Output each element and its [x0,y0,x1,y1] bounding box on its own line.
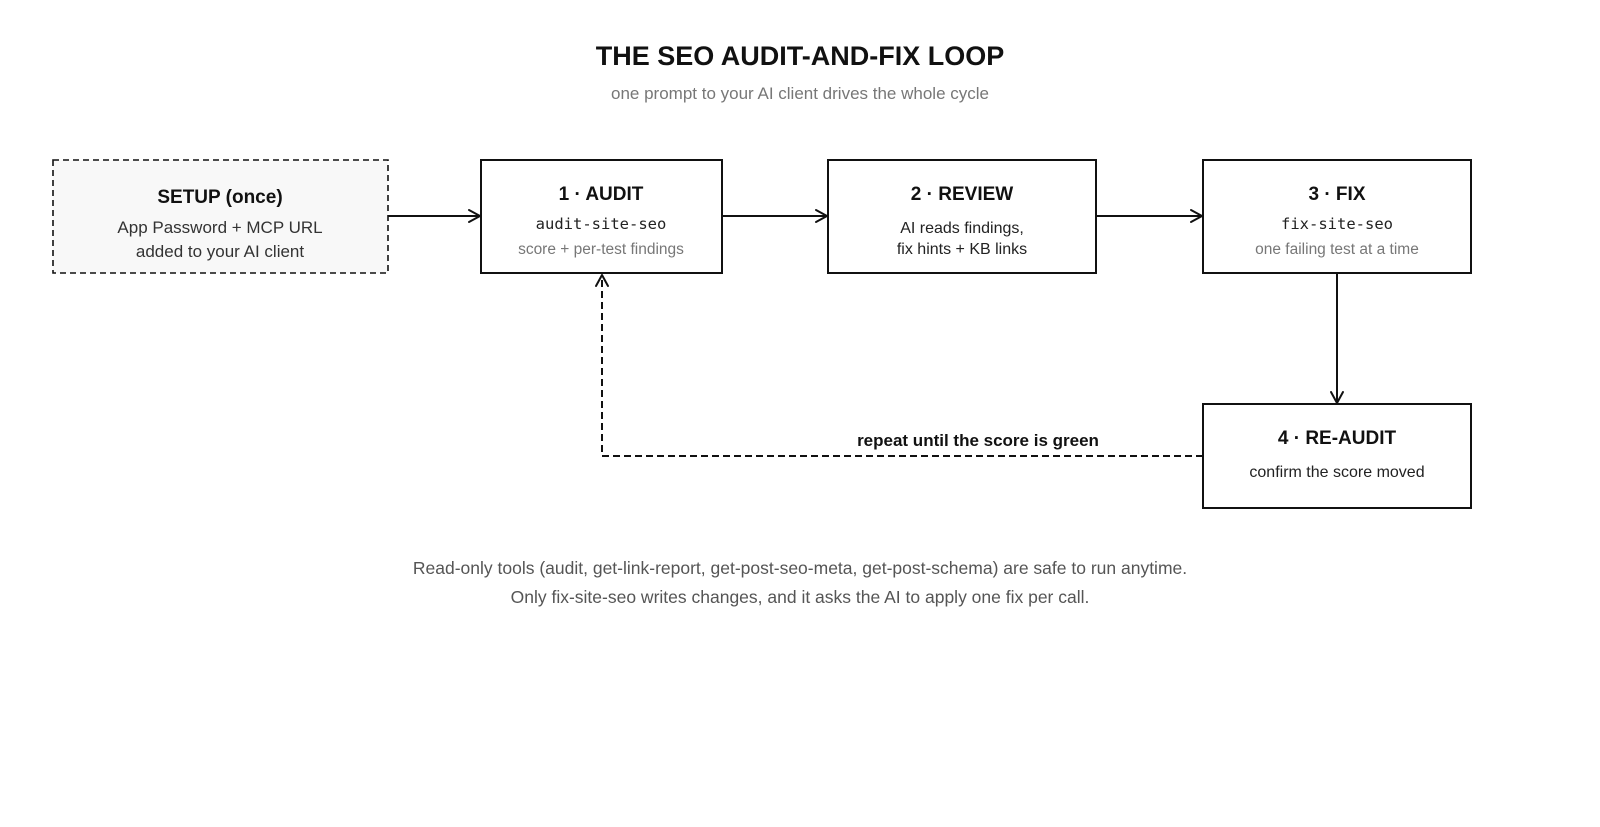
audit-description: score + per-test findings [518,241,684,258]
review-title: 2 · REVIEW [911,184,1013,205]
audit-title: 1 · AUDIT [559,184,644,205]
setup-node: SETUP (once) App Password + MCP URL adde… [52,159,389,274]
edge-audit-to-review [722,209,828,223]
audit-box [480,159,723,274]
reaudit-title: 4 · RE-AUDIT [1278,428,1397,449]
reaudit-node: 4 · RE-AUDIT confirm the score moved [1202,403,1472,509]
edge-fix-to-reaudit [1330,273,1344,404]
arrowhead-icon [468,209,481,223]
edge-review-to-fix [1096,209,1203,223]
fix-description: one failing test at a time [1255,241,1419,258]
reaudit-description: confirm the score moved [1249,464,1424,481]
setup-line-2: added to your AI client [136,242,305,261]
footer-note-1: Read-only tools (audit, get-link-report,… [413,558,1187,578]
review-node: 2 · REVIEW AI reads findings, fix hints … [827,159,1097,274]
review-line-2: fix hints + KB links [897,241,1027,258]
reaudit-box [1202,403,1472,509]
review-line-1: AI reads findings, [900,220,1024,237]
audit-tool-name: audit-site-seo [536,215,667,233]
arrowhead-icon [1190,209,1203,223]
review-box [827,159,1097,274]
arrowhead-icon [595,274,609,287]
setup-title: SETUP (once) [157,187,282,208]
loop-label: repeat until the score is green [857,431,1099,450]
arrowhead-icon [815,209,828,223]
fix-tool-name: fix-site-seo [1281,215,1393,233]
edge-setup-to-audit [388,209,481,223]
setup-line-1: App Password + MCP URL [117,218,322,237]
footer-note-2: Only fix-site-seo writes changes, and it… [511,587,1090,607]
diagram-subtitle: one prompt to your AI client drives the … [611,84,989,103]
setup-box [52,159,389,274]
fix-box [1202,159,1472,274]
fix-node: 3 · FIX fix-site-seo one failing test at… [1202,159,1472,274]
edge-reaudit-loop-to-audit [595,274,1203,457]
fix-title: 3 · FIX [1308,184,1365,205]
arrowhead-icon [1330,391,1344,404]
diagram-title: THE SEO AUDIT-AND-FIX LOOP [596,41,1005,71]
audit-node: 1 · AUDIT audit-site-seo score + per-tes… [480,159,723,274]
